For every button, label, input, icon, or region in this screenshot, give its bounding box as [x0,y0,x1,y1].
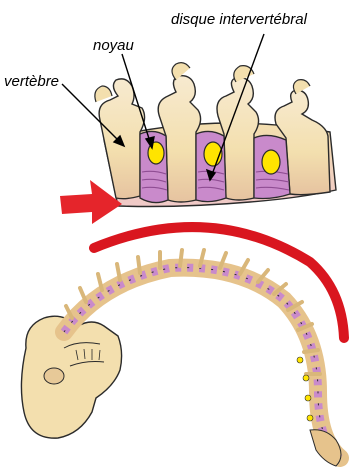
full-spine [21,250,341,466]
label-nucleus: noyau [93,37,135,54]
sacrum [310,430,341,466]
nucleus-dot [307,415,313,421]
nucleus-dot [303,375,309,381]
label-disc: disque intervertébral [171,11,308,28]
intervertebral-disc [254,135,290,198]
nucleus-dot [297,357,303,363]
nucleus [262,150,280,174]
right-arrow-icon [60,180,122,224]
intervertebral-disc [196,131,226,201]
label-vertebra: vertèbre [4,73,59,90]
nucleus-dot [305,395,311,401]
intervertebral-disc [140,131,168,202]
